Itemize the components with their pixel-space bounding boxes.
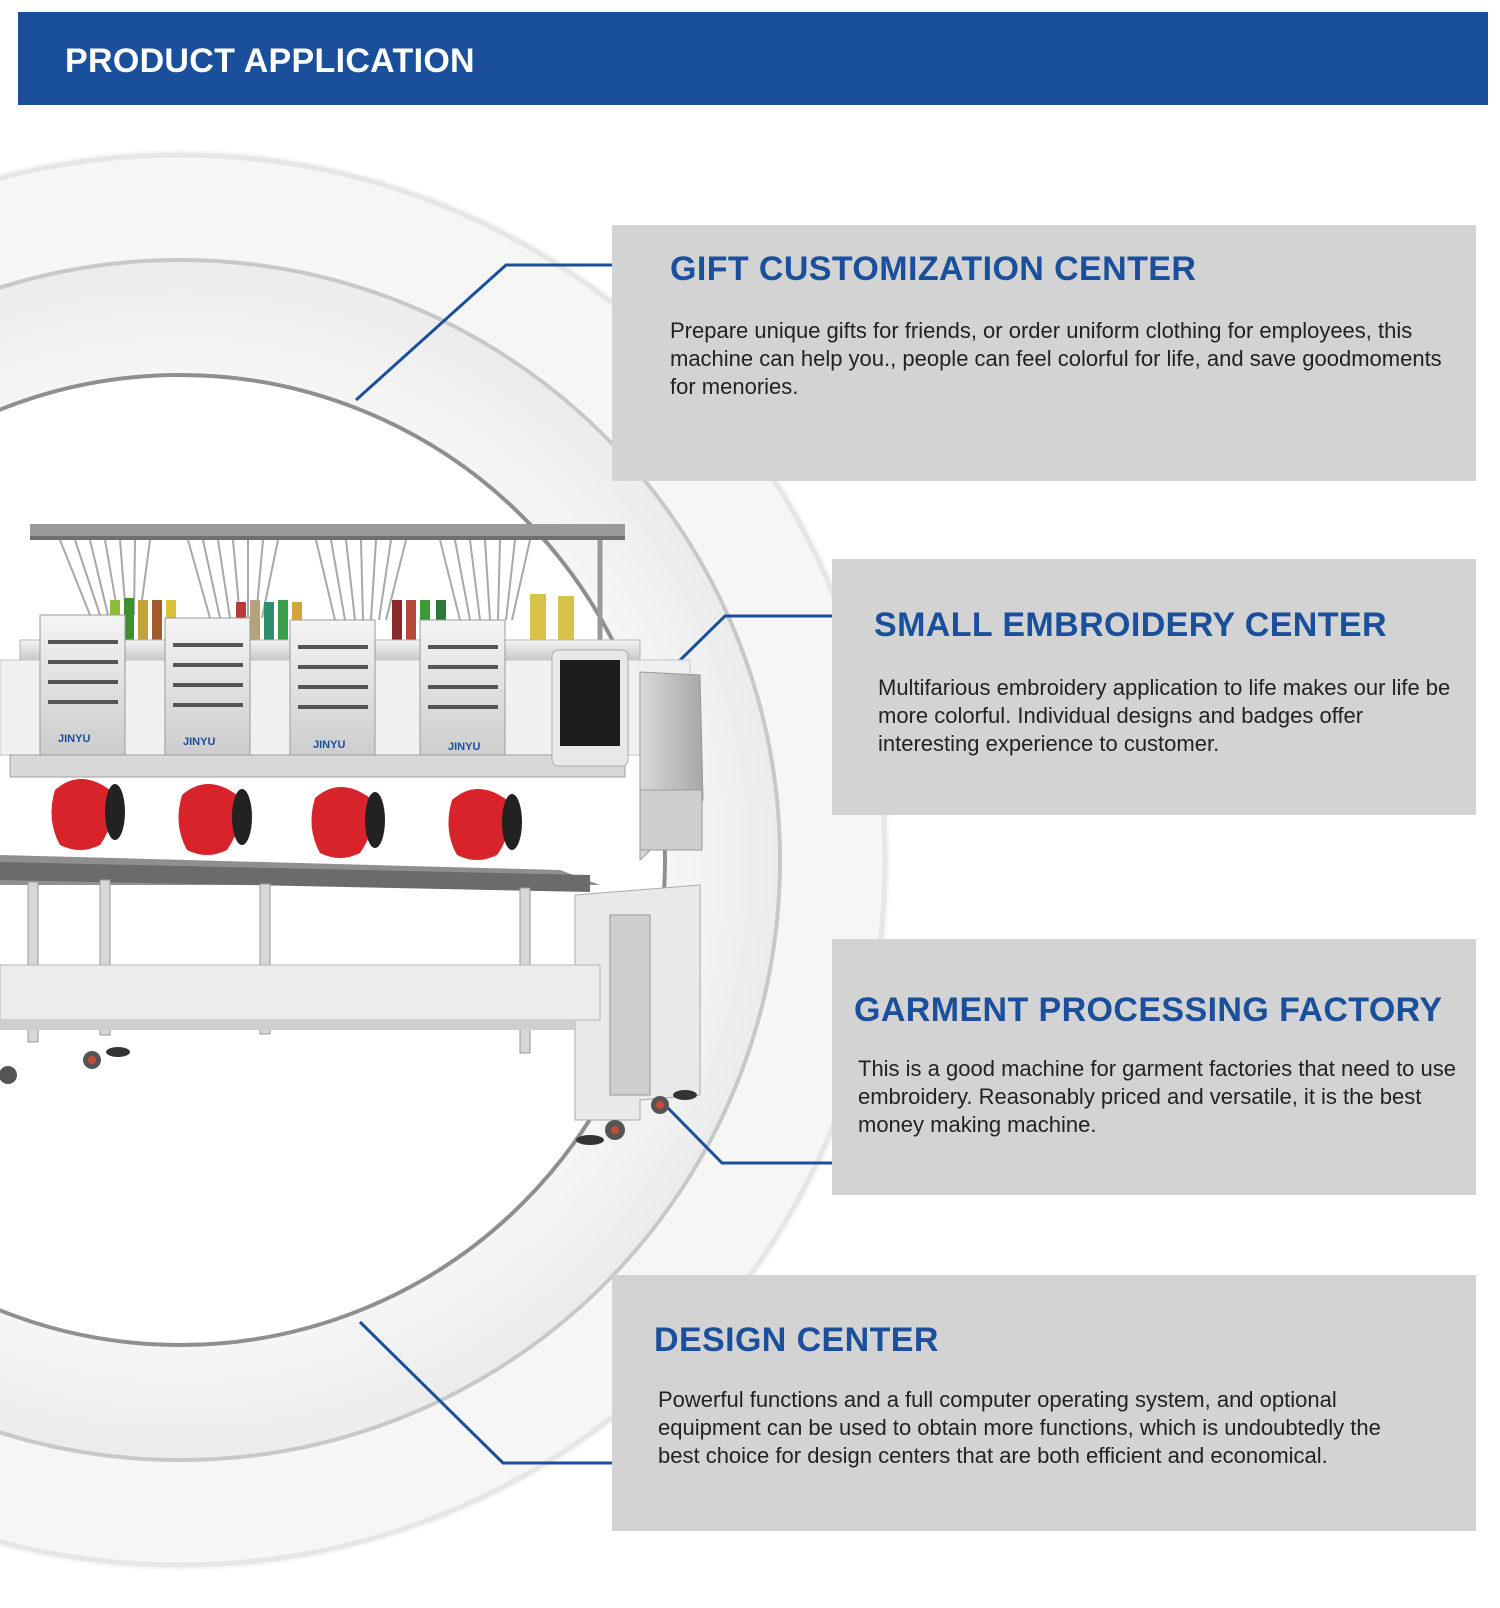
page-title: PRODUCT APPLICATION <box>65 42 475 80</box>
card-description: Powerful functions and a full computer o… <box>658 1387 1381 1468</box>
embroidery-machine-illustration: JINYU JINYU JINYU JINYU <box>0 524 704 1145</box>
card-title: GARMENT PROCESSING FACTORY <box>854 991 1443 1029</box>
card-title: SMALL EMBROIDERY CENTER <box>874 606 1387 644</box>
machine-brand-label: JINYU <box>313 739 345 751</box>
connector-lines <box>354 263 848 1465</box>
header-bar: PRODUCT APPLICATION <box>18 12 1488 105</box>
card-garment-processing-factory: GARMENT PROCESSING FACTORY This is a goo… <box>832 939 1476 1195</box>
card-title: DESIGN CENTER <box>654 1321 939 1359</box>
card-description: This is a good machine for garment facto… <box>858 1056 1456 1137</box>
machine-brand-label: JINYU <box>58 733 90 745</box>
card-description: Multifarious embroidery application to l… <box>878 675 1451 756</box>
machine-brand-label: JINYU <box>448 741 480 753</box>
card-description: Prepare unique gifts for friends, or ord… <box>670 318 1442 399</box>
card-title: GIFT CUSTOMIZATION CENTER <box>670 250 1197 288</box>
card-design-center: DESIGN CENTER Powerful functions and a f… <box>612 1275 1476 1531</box>
card-small-embroidery-center: SMALL EMBROIDERY CENTER Multifarious emb… <box>832 559 1476 815</box>
card-gift-customization-center: GIFT CUSTOMIZATION CENTER Prepare unique… <box>612 225 1476 481</box>
machine-brand-label: JINYU <box>183 736 215 748</box>
